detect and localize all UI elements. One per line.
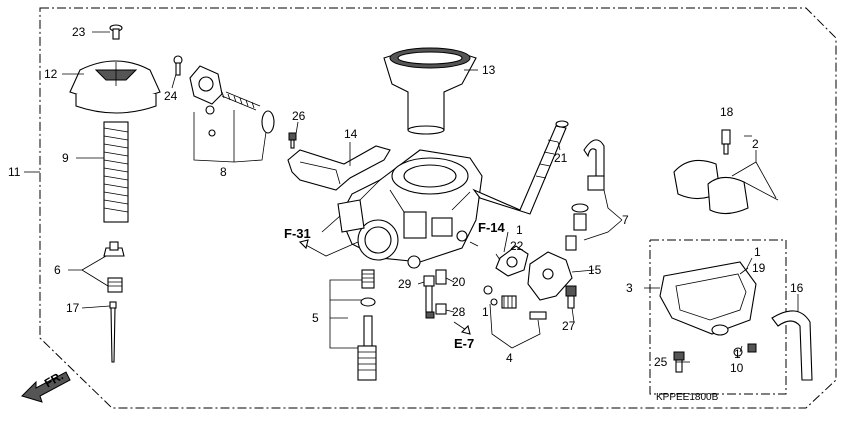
- leader-lines: [24, 31, 799, 363]
- part-16-drain-tube: [771, 310, 813, 381]
- part-17-jet-needle: [109, 301, 117, 363]
- part-5-needle-set: [357, 269, 377, 381]
- part-26-screw: [288, 132, 297, 149]
- part-7-hose: [565, 139, 605, 251]
- label-11: 11: [8, 165, 21, 179]
- part-2-float: [673, 159, 779, 215]
- label-29: 29: [398, 277, 412, 291]
- label-9: 9: [62, 151, 69, 165]
- part-14-bracket: [287, 145, 391, 191]
- label-21: 21: [554, 151, 568, 165]
- ref-f31: F-31: [284, 226, 311, 241]
- label-5: 5: [312, 311, 319, 325]
- label-28: 28: [452, 305, 466, 319]
- label-12: 12: [44, 67, 58, 81]
- label-23: 23: [72, 25, 86, 39]
- part-4-pilot-screw: [483, 285, 547, 320]
- label-1-chamber: 1: [754, 245, 761, 259]
- part-18-float-valve: [721, 129, 731, 155]
- part-6-needle-holder: [103, 241, 125, 293]
- label-19: 19: [752, 261, 766, 275]
- assembly-frame: [39, 7, 837, 409]
- part-27-screw: [565, 285, 577, 309]
- label-10: 10: [730, 361, 744, 375]
- part-20-jet: [435, 269, 447, 285]
- label-18: 18: [720, 105, 734, 119]
- label-16: 16: [790, 281, 804, 295]
- diagram-code: KPPEE1800B: [656, 392, 719, 403]
- label-1-bottom: 1: [734, 347, 741, 361]
- carburetor-body: [337, 149, 483, 269]
- part-9-spring: [103, 121, 129, 223]
- ref-e7: E-7: [454, 336, 474, 351]
- float-chamber-frame: [649, 239, 787, 395]
- part-8-spring: [221, 91, 275, 134]
- label-15: 15: [588, 263, 602, 277]
- part-12-top-cover: [69, 60, 161, 114]
- front-arrow-icon: FR.: [21, 369, 71, 403]
- label-24: 24: [164, 89, 178, 103]
- part-25-screw: [673, 351, 685, 373]
- part-19-float-chamber: [659, 261, 757, 336]
- label-20: 20: [452, 275, 466, 289]
- part-24-screw: [173, 55, 183, 76]
- label-25: 25: [654, 355, 668, 369]
- part-22-gasket: [495, 245, 529, 277]
- part-15-cover: [527, 251, 573, 301]
- part-29-jet: [423, 275, 435, 319]
- ref-f14: F-14: [478, 220, 506, 235]
- reference-arrows: [298, 239, 471, 335]
- label-1-upper: 1: [516, 223, 523, 237]
- label-8: 8: [220, 165, 227, 179]
- part-28-jet: [435, 303, 447, 315]
- label-27: 27: [562, 319, 576, 333]
- label-2: 2: [752, 137, 759, 151]
- label-14: 14: [344, 127, 358, 141]
- label-4: 4: [506, 351, 513, 365]
- part-10-screw: [733, 343, 757, 357]
- label-6: 6: [54, 263, 61, 277]
- part-21-tube: [472, 120, 569, 215]
- label-22: 22: [510, 239, 524, 253]
- part-8-cover-plate: [189, 65, 223, 137]
- label-7: 7: [622, 213, 629, 227]
- part-23-screw: [109, 24, 123, 40]
- label-1-lower: 1: [482, 305, 489, 319]
- label-26: 26: [292, 109, 306, 123]
- label-13: 13: [482, 63, 496, 77]
- label-3: 3: [626, 281, 633, 295]
- part-13-funnel: [383, 47, 477, 135]
- label-17: 17: [66, 301, 80, 315]
